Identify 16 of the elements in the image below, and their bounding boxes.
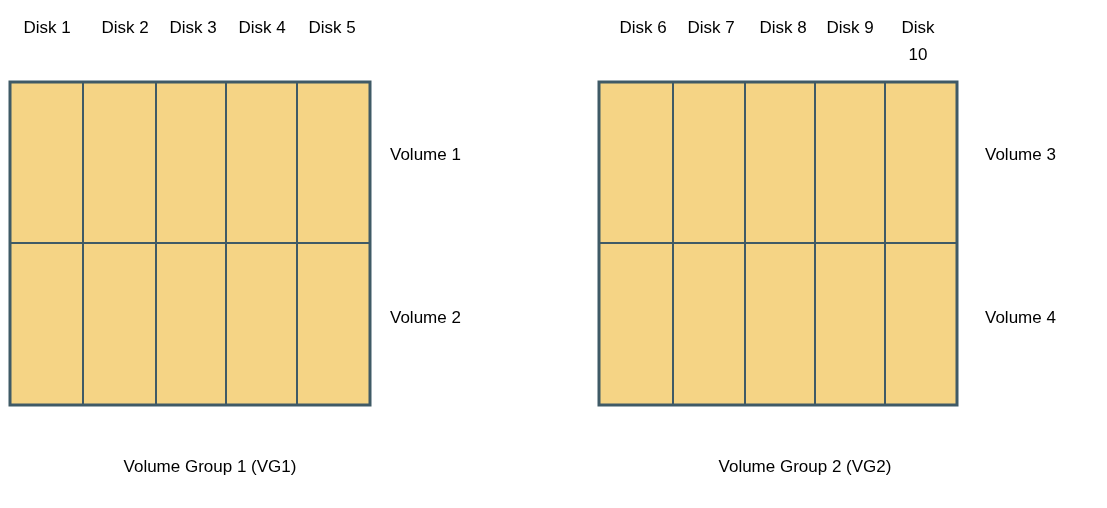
- disk-label: Disk 3: [168, 17, 218, 39]
- disk-label: Disk 6: [618, 17, 668, 39]
- disk-label: Disk 4: [237, 17, 287, 39]
- volume-group-label: Volume Group 2 (VG2): [717, 456, 893, 478]
- disk-label: Disk 2: [100, 17, 150, 39]
- disk-label: Disk 5: [307, 17, 357, 39]
- volume-label: Volume 3: [985, 144, 1056, 166]
- disk-label: Disk 8: [758, 17, 808, 39]
- disk-label: Disk 10: [900, 17, 936, 66]
- disk-label: Disk 1: [22, 17, 72, 39]
- disk-label: Disk 9: [825, 17, 875, 39]
- volume-group-label: Volume Group 1 (VG1): [122, 456, 298, 478]
- volume-label: Volume 1: [390, 144, 461, 166]
- disk-label: Disk 7: [686, 17, 736, 39]
- volume-label: Volume 2: [390, 307, 461, 329]
- volume-label: Volume 4: [985, 307, 1056, 329]
